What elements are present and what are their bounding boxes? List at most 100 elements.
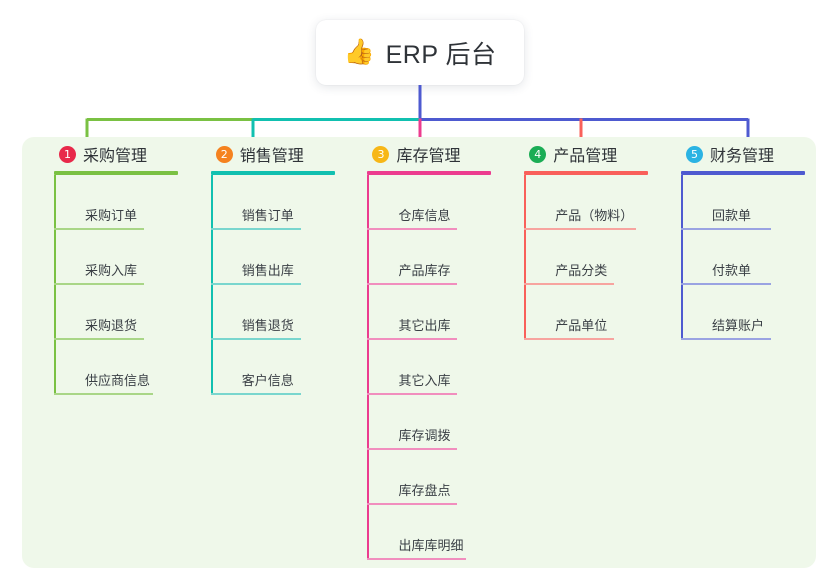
- menu-item-underline: [367, 283, 458, 285]
- menu-item-underline: [524, 283, 615, 285]
- column-header[interactable]: 3 库存管理: [351, 137, 508, 171]
- menu-item-label: 采购退货: [85, 318, 138, 333]
- menu-item[interactable]: 出库库明细: [367, 505, 508, 560]
- menu-item-underline: [524, 338, 615, 340]
- column-spine: [210, 175, 213, 395]
- menu-item-underline: [210, 393, 301, 395]
- column-header[interactable]: 4 产品管理: [508, 137, 665, 171]
- menu-item-underline: [367, 228, 458, 230]
- menu-item-label: 库存调拨: [398, 428, 451, 443]
- menu-item-underline: [524, 228, 637, 230]
- menu-item-label: 销售出库: [241, 263, 294, 278]
- menu-item-label: 销售订单: [241, 208, 294, 223]
- column-spine: [367, 175, 370, 560]
- diagram-title: ERP 后台: [385, 40, 497, 69]
- column-underline: [54, 171, 178, 175]
- column-header[interactable]: 2 销售管理: [195, 137, 352, 171]
- menu-item[interactable]: 供应商信息: [54, 340, 195, 395]
- menu-item[interactable]: 产品分类: [524, 230, 665, 285]
- column-spine: [680, 175, 683, 340]
- menu-item[interactable]: 产品库存: [367, 230, 508, 285]
- menu-item-label: 采购入库: [85, 263, 138, 278]
- menu-item[interactable]: 付款单: [680, 230, 816, 285]
- menu-item-label: 客户信息: [241, 373, 294, 388]
- column-items: 仓库信息产品库存其它出库其它入库库存调拨库存盘点出库库明细: [367, 175, 508, 560]
- column-title: 库存管理: [396, 148, 461, 165]
- column-items: 销售订单销售出库销售退货客户信息: [210, 175, 352, 395]
- menu-item-underline: [54, 283, 144, 285]
- menu-item[interactable]: 其它入库: [367, 340, 508, 395]
- column-财务管理: 5 财务管理回款单付款单结算账户: [665, 137, 816, 568]
- menu-item-underline: [210, 338, 301, 340]
- column-库存管理: 3 库存管理仓库信息产品库存其它出库其它入库库存调拨库存盘点出库库明细: [351, 137, 508, 568]
- column-采购管理: 1 采购管理采购订单采购入库采购退货供应商信息: [38, 137, 195, 568]
- thumbs-up-icon: 👍: [343, 38, 375, 66]
- menu-item-label: 产品（物料）: [555, 208, 634, 223]
- column-title: 销售管理: [239, 148, 304, 165]
- menu-item-label: 其它入库: [398, 373, 451, 388]
- menu-item-label: 结算账户: [711, 318, 764, 333]
- menu-item-label: 供应商信息: [85, 373, 151, 388]
- menu-item-underline: [367, 558, 467, 560]
- menu-item[interactable]: 库存盘点: [367, 450, 508, 505]
- menu-item-underline: [54, 393, 153, 395]
- menu-item[interactable]: 结算账户: [680, 285, 816, 340]
- column-items: 采购订单采购入库采购退货供应商信息: [54, 175, 195, 395]
- column-index-badge: 3: [372, 145, 390, 163]
- menu-item[interactable]: 回款单: [680, 175, 816, 230]
- column-产品管理: 4 产品管理产品（物料） 产品分类产品单位: [508, 137, 665, 568]
- menu-item[interactable]: 库存调拨: [367, 395, 508, 450]
- menu-item-underline: [680, 283, 771, 285]
- menu-item[interactable]: 产品（物料）: [524, 175, 665, 230]
- menu-item-label: 付款单: [711, 263, 751, 278]
- column-underline: [680, 171, 805, 175]
- column-index-badge: 2: [215, 145, 233, 163]
- menu-item-label: 回款单: [711, 208, 751, 223]
- menu-item[interactable]: 仓库信息: [367, 175, 508, 230]
- menu-item[interactable]: 采购入库: [54, 230, 195, 285]
- menu-item[interactable]: 客户信息: [210, 340, 352, 395]
- column-spine: [524, 175, 527, 340]
- column-spine: [54, 175, 56, 395]
- column-items: 回款单付款单结算账户: [680, 175, 816, 340]
- column-title: 产品管理: [553, 148, 618, 165]
- menu-item-label: 产品分类: [555, 263, 608, 278]
- menu-item-label: 销售退货: [241, 318, 294, 333]
- column-container: 1 采购管理采购订单采购入库采购退货供应商信息 2 销售管理销售订单销售出库销售退货客…: [22, 137, 816, 568]
- menu-item[interactable]: 销售退货: [210, 285, 352, 340]
- menu-item-underline: [680, 228, 771, 230]
- column-underline: [367, 171, 492, 175]
- column-header[interactable]: 1 采购管理: [38, 137, 195, 171]
- column-title: 财务管理: [709, 148, 774, 165]
- menu-item[interactable]: 采购订单: [54, 175, 195, 230]
- menu-item-label: 仓库信息: [398, 208, 451, 223]
- column-items: 产品（物料） 产品分类产品单位: [524, 175, 665, 340]
- menu-item-label: 出库库明细: [398, 538, 464, 553]
- menu-item-underline: [210, 283, 301, 285]
- column-underline: [210, 171, 335, 175]
- column-销售管理: 2 销售管理销售订单销售出库销售退货客户信息: [195, 137, 352, 568]
- column-index-badge: 4: [529, 145, 547, 163]
- menu-item-label: 库存盘点: [398, 483, 451, 498]
- menu-item-underline: [54, 338, 144, 340]
- column-index-badge: 1: [59, 145, 76, 163]
- column-header[interactable]: 5 财务管理: [665, 137, 816, 171]
- menu-item-underline: [367, 503, 458, 505]
- diagram-panel: [22, 137, 816, 568]
- menu-item-underline: [367, 338, 458, 340]
- menu-item[interactable]: 其它出库: [367, 285, 508, 340]
- menu-item-underline: [54, 228, 144, 230]
- menu-item-label: 其它出库: [398, 318, 451, 333]
- menu-item-underline: [367, 393, 458, 395]
- column-title: 采购管理: [83, 148, 148, 165]
- column-index-badge: 5: [685, 145, 703, 163]
- menu-item[interactable]: 销售出库: [210, 230, 352, 285]
- menu-item-underline: [210, 228, 301, 230]
- column-underline: [524, 171, 649, 175]
- menu-item-underline: [680, 338, 771, 340]
- menu-item[interactable]: 销售订单: [210, 175, 352, 230]
- diagram-title-card: 👍 ERP 后台: [316, 20, 524, 85]
- menu-item[interactable]: 产品单位: [524, 285, 665, 340]
- menu-item[interactable]: 采购退货: [54, 285, 195, 340]
